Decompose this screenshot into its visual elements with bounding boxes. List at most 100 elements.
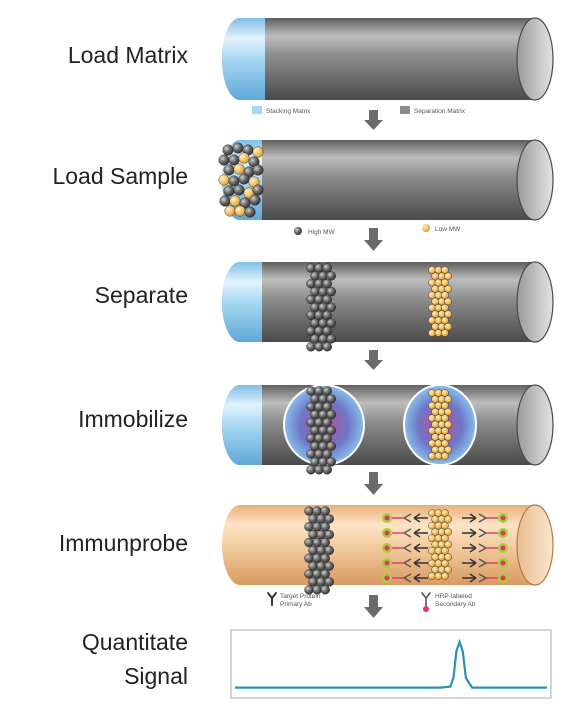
- hrp-label: [384, 575, 390, 581]
- low-mw-bead: [431, 272, 440, 281]
- high-mw-bead: [310, 409, 320, 420]
- low-mw-bead: [428, 452, 436, 460]
- low-mw-bead: [428, 534, 436, 543]
- low-mw-bead: [437, 297, 446, 306]
- capillary-immobilize: [222, 384, 554, 475]
- low-mw-bead: [428, 547, 436, 555]
- low-mw-bead: [428, 439, 436, 448]
- high-mw-bead: [306, 465, 316, 475]
- high-mw-band: [306, 263, 336, 352]
- low-mw-bead: [252, 146, 264, 158]
- low-mw-bead: [431, 285, 440, 293]
- low-mw-bead: [444, 408, 453, 416]
- stacking-matrix-label: Stacking Matrix: [266, 108, 311, 115]
- high-mw-bead: [312, 553, 322, 563]
- low-mw-bead: [434, 401, 443, 410]
- step-label-separate: Separate: [95, 282, 188, 308]
- high-mw-bead: [304, 522, 314, 532]
- high-mw-bead: [310, 286, 320, 297]
- high-mw-bead: [326, 318, 336, 328]
- secondary-antibody-icon: [421, 592, 431, 612]
- low-mw-bead: [437, 408, 446, 416]
- high-mw-bead: [306, 263, 316, 273]
- matrix-legend: Stacking Matrix Separation Matrix: [252, 106, 466, 115]
- low-mw-bead: [444, 515, 453, 524]
- high-mw-bead: [306, 402, 316, 412]
- high-mw-bead: [306, 342, 316, 352]
- mixed-sample-beads: [218, 142, 264, 218]
- high-mw-bead: [318, 271, 328, 281]
- high-mw-bead: [322, 310, 332, 320]
- low-mw-bead: [444, 540, 453, 549]
- high-mw-bead: [304, 553, 314, 563]
- low-mw-bead: [444, 553, 453, 561]
- low-mw-bead: [444, 433, 453, 441]
- high-mw-bead: [218, 154, 230, 166]
- high-mw-bead: [312, 506, 322, 516]
- high-mw-bead: [232, 142, 244, 154]
- hrp-label: [384, 545, 390, 551]
- primary-ab: [413, 528, 428, 538]
- high-mw-bead: [318, 334, 328, 344]
- low-mw-bead: [444, 285, 453, 293]
- low-mw-bead: [437, 310, 446, 318]
- high-mw-bead: [320, 506, 330, 516]
- high-mw-bead: [314, 465, 324, 475]
- high-mw-bead: [316, 561, 326, 571]
- low-mw-bead: [434, 452, 443, 460]
- step-label-signal: Signal: [124, 663, 188, 689]
- high-mw-bead: [308, 545, 318, 556]
- low-mw-bead: [437, 515, 446, 524]
- high-mw-bead: [238, 173, 250, 185]
- low-mw-bead: [441, 452, 449, 460]
- high-mw-bead: [252, 184, 264, 196]
- low-mw-bead: [434, 509, 443, 517]
- low-mw-bead: [434, 389, 443, 397]
- high-mw-bead: [316, 577, 326, 587]
- high-mw-bead: [306, 310, 316, 320]
- high-mw-bead: [304, 506, 314, 516]
- low-mw-bead: [234, 205, 246, 217]
- high-mw-bead: [314, 402, 324, 412]
- high-mw-bead: [223, 185, 235, 197]
- high-mw-bead: [320, 537, 330, 548]
- low-mw-bead: [437, 272, 446, 281]
- high-mw-bead: [306, 294, 316, 305]
- high-mw-bead: [326, 302, 336, 313]
- low-mw-bead: [441, 303, 449, 312]
- primary-ab: [413, 573, 428, 583]
- low-mw-bead: [441, 426, 449, 435]
- low-mw-bead: [441, 401, 449, 410]
- secondary-ab-arm: [478, 558, 487, 568]
- high-mw-bead: [324, 545, 334, 556]
- low-mw-bead: [441, 278, 449, 287]
- primary-ab: [462, 513, 477, 523]
- low-mw-bead: [434, 278, 443, 287]
- high-mw-bead: [252, 164, 264, 176]
- antibody-complexes: [382, 513, 508, 583]
- arrow-down-icon: [364, 110, 383, 130]
- high-mw-bead: [322, 402, 332, 412]
- low-mw-bead: [428, 329, 436, 337]
- high-mw-bead: [306, 449, 316, 459]
- high-mw-bead: [244, 206, 256, 218]
- low-mw-bead: [437, 540, 446, 549]
- high-mw-bead: [326, 409, 336, 420]
- high-mw-bead: [312, 537, 322, 548]
- low-mw-bead: [434, 439, 443, 448]
- low-mw-bead: [444, 395, 453, 404]
- high-mw-bead: [308, 514, 318, 524]
- high-mw-bead: [310, 318, 320, 328]
- secondary-ab-arm: [478, 573, 487, 583]
- low-mw-bead: [434, 291, 443, 300]
- low-mw-bead: [437, 528, 446, 536]
- high-mw-bead: [314, 386, 324, 396]
- low-mw-bead: [431, 540, 440, 549]
- low-mw-bead: [431, 297, 440, 306]
- high-mw-bead: [324, 529, 334, 540]
- hrp-label: [500, 545, 506, 551]
- step-label-load-matrix: Load Matrix: [68, 42, 189, 68]
- high-mw-bead: [322, 386, 332, 396]
- high-mw-bead: [326, 286, 336, 297]
- high-mw-bead: [223, 164, 235, 176]
